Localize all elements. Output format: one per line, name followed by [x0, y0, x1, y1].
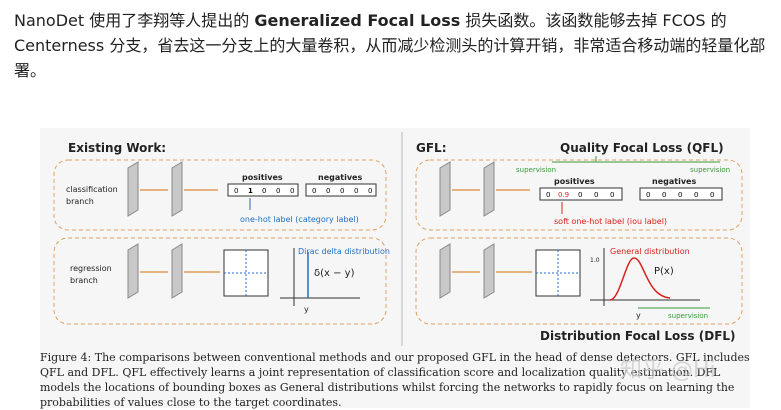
right-one-label: 1.0: [590, 257, 600, 264]
right-neg-1: 0: [662, 191, 666, 199]
right-neg-4: 0: [710, 191, 714, 199]
right-neg-0: 0: [646, 191, 650, 199]
left-panel-title: Existing Work:: [68, 141, 166, 155]
paragraph-text-2: 损失函数。该函数能够去掉 FCOS 的 Centerness 分支，省去这一分支…: [14, 11, 766, 80]
right-neg-3: 0: [694, 191, 698, 199]
right-soft-vector: 0 0.9 0 0 0 0 0 0 0 0: [539, 187, 723, 201]
left-neg-0: 0: [312, 187, 316, 195]
left-onehot-caption: one-hot label (category label): [240, 215, 359, 224]
left-onehot-vector: 0 1 0 0 0 0 0 0 0 0: [227, 183, 377, 197]
right-reg-featmap-2: [483, 243, 495, 299]
px-formula: P(x): [654, 266, 674, 277]
right-panel-title: GFL:: [416, 141, 447, 155]
left-onehot-0: 0: [234, 187, 238, 195]
right-soft-2: 0: [578, 191, 582, 199]
general-distribution-label: General distribution: [610, 247, 690, 256]
dfl-title: Distribution Focal Loss (DFL): [540, 329, 736, 343]
left-cls-box: [53, 159, 387, 231]
left-cls-branch-label-2: branch: [66, 197, 94, 206]
right-cls-box: [415, 159, 743, 231]
left-dirac-label: Dirac delta distribution: [298, 247, 390, 256]
left-cls-featmap-1: [127, 161, 139, 217]
left-onehot-4: 0: [290, 187, 294, 195]
right-neg-2: 0: [678, 191, 682, 199]
right-soft-0: 0: [546, 191, 550, 199]
left-positives-label: positives: [242, 173, 283, 182]
right-soft-caption: soft one-hot label (iou label): [554, 217, 667, 226]
right-positives-label: positives: [554, 177, 595, 186]
left-onehot-1: 1: [248, 187, 253, 195]
right-negatives-label: negatives: [652, 177, 696, 186]
figure-diagram: Existing Work: classification branch reg…: [53, 132, 743, 346]
qfl-supervision-right: supervision: [690, 166, 730, 174]
right-soft-3: 0: [594, 191, 598, 199]
general-distribution-curve: [609, 257, 671, 301]
left-negatives-label: negatives: [318, 173, 362, 182]
right-y-label: y: [636, 311, 641, 320]
left-neg-2: 0: [340, 187, 344, 195]
left-reg-branch-label-1: regression: [70, 264, 112, 273]
figure-caption: Figure 4: The comparisons between conven…: [40, 351, 750, 409]
left-reg-branch-label-2: branch: [70, 276, 98, 285]
left-cls-branch-label-1: classification: [66, 185, 118, 194]
paragraph-bold-term: Generalized Focal Loss: [254, 11, 461, 30]
left-dirac-formula: δ(x − y): [314, 268, 355, 279]
left-neg-4: 0: [368, 187, 372, 195]
zhihu-watermark: 知乎 @Hi: [620, 358, 716, 383]
right-soft-4: 0: [610, 191, 614, 199]
right-cls-featmap-1: [439, 161, 451, 217]
right-reg-featmap-1: [439, 243, 451, 299]
right-reg-box: [415, 237, 743, 325]
left-onehot-2: 0: [262, 187, 266, 195]
left-neg-1: 0: [326, 187, 330, 195]
right-cls-featmap-2: [483, 161, 495, 217]
left-cls-featmap-2: [171, 161, 183, 217]
article-paragraph: NanoDet 使用了李翔等人提出的 Generalized Focal Los…: [14, 8, 774, 83]
right-soft-1: 0.9: [558, 191, 569, 199]
gfl-figure: Existing Work: classification branch reg…: [40, 128, 750, 408]
dfl-supervision: supervision: [668, 312, 708, 320]
left-reg-featmap-2: [171, 243, 183, 299]
paragraph-text-1: NanoDet 使用了李翔等人提出的: [14, 11, 255, 30]
qfl-title: Quality Focal Loss (QFL): [560, 141, 724, 155]
left-reg-featmap-1: [127, 243, 139, 299]
qfl-supervision-left: supervision: [516, 166, 556, 174]
left-onehot-3: 0: [276, 187, 280, 195]
left-neg-3: 0: [354, 187, 358, 195]
left-y-label: y: [304, 305, 309, 314]
